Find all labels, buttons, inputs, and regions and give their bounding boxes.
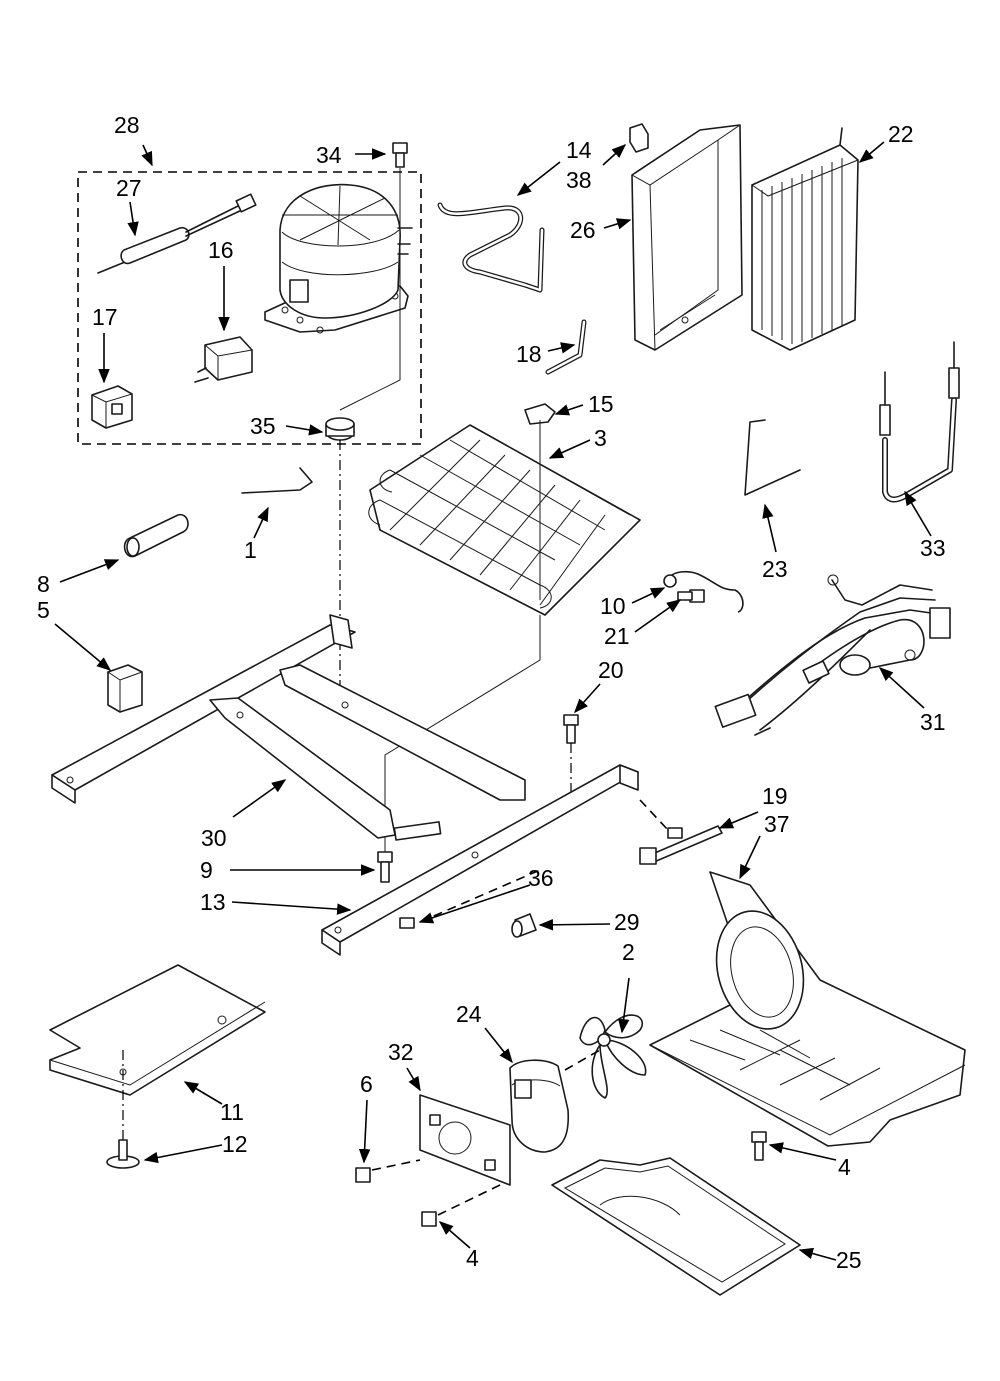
motor-bracket-32[interactable]: [419, 1094, 511, 1186]
callout-3: 3: [594, 425, 607, 451]
insulation-8[interactable]: [123, 513, 189, 558]
callout-12: 12: [222, 1131, 248, 1157]
rail-13[interactable]: [321, 764, 639, 956]
fan-motor-24[interactable]: [509, 1059, 570, 1153]
callout-37: 37: [764, 811, 790, 837]
relay-16[interactable]: [194, 336, 253, 383]
clip-38[interactable]: [629, 123, 649, 153]
cover-11[interactable]: [49, 964, 266, 1145]
screw-36[interactable]: [399, 869, 541, 929]
callout-32: 32: [388, 1039, 414, 1065]
callout-35: 35: [250, 413, 276, 439]
screw-20[interactable]: [563, 714, 579, 795]
callout-27: 27: [116, 175, 142, 201]
tube-29[interactable]: [511, 913, 537, 938]
bracket-15[interactable]: [524, 403, 556, 600]
callout-31: 31: [920, 709, 946, 735]
condenser-22[interactable]: [751, 127, 859, 351]
callout-34: 34: [316, 142, 342, 168]
drain-pan-25[interactable]: [551, 1157, 801, 1296]
callout-5: 5: [37, 597, 50, 623]
callout-18: 18: [516, 341, 542, 367]
clamp-10[interactable]: [663, 570, 744, 613]
tie-strap-19[interactable]: [639, 825, 723, 865]
callout-9: 9: [200, 857, 213, 883]
compressor[interactable]: [264, 183, 413, 334]
callout-23: 23: [762, 556, 788, 582]
callout-26: 26: [570, 217, 596, 243]
callout-15: 15: [588, 391, 614, 417]
callout-21: 21: [604, 623, 630, 649]
bolt-34[interactable]: [392, 142, 408, 168]
leader-lines: [54, 141, 932, 1261]
callout-19: 19: [762, 783, 788, 809]
callout-38: 38: [566, 167, 592, 193]
fan-shroud-37[interactable]: [649, 871, 966, 1147]
callout-1: 1: [244, 537, 257, 563]
tube-14[interactable]: [437, 202, 545, 293]
compressor-kit-group-box: [77, 171, 422, 445]
callout-2: 2: [622, 939, 635, 965]
callout-33: 33: [920, 535, 946, 561]
clip-1[interactable]: [241, 467, 313, 494]
screw-9[interactable]: [377, 851, 393, 883]
screw-4-bottom[interactable]: [421, 1184, 501, 1227]
callout-16: 16: [208, 237, 234, 263]
leveling-foot-12[interactable]: [106, 1139, 140, 1169]
callout-4-bottom: 4: [466, 1245, 479, 1271]
drier-27[interactable]: [97, 193, 257, 274]
overload-17[interactable]: [91, 385, 133, 429]
callout-14: 14: [566, 137, 592, 163]
callout-13: 13: [200, 889, 226, 915]
bracket-5[interactable]: [107, 664, 143, 713]
callout-10: 10: [600, 593, 626, 619]
callout-28: 28: [114, 112, 140, 138]
callout-29: 29: [614, 909, 640, 935]
callout-labels: 28 27 34 16 17 35 14 38 26 22 18 15 3 1 …: [37, 112, 946, 1273]
wire-23[interactable]: [744, 419, 801, 496]
callout-17: 17: [92, 304, 118, 330]
callout-22: 22: [888, 121, 914, 147]
evaporator-3[interactable]: [368, 424, 641, 616]
grommet-35[interactable]: [325, 417, 355, 441]
fan-blade-2[interactable]: [564, 1014, 647, 1099]
screw-4-right[interactable]: [751, 1131, 767, 1161]
wire-harness-31[interactable]: [714, 574, 951, 736]
tube-33[interactable]: [879, 341, 960, 503]
screw-6[interactable]: [355, 1159, 421, 1183]
rail-assembly-30[interactable]: [51, 614, 526, 841]
callout-11: 11: [220, 1099, 244, 1125]
duct-housing-26[interactable]: [631, 124, 743, 351]
callout-6: 6: [360, 1071, 373, 1097]
callout-8: 8: [37, 571, 50, 597]
callout-24: 24: [456, 1001, 482, 1027]
callout-25: 25: [836, 1247, 862, 1273]
callout-4-right: 4: [838, 1154, 851, 1180]
callout-30: 30: [201, 825, 227, 851]
callout-20: 20: [598, 657, 624, 683]
screw-21[interactable]: [677, 589, 705, 603]
screw-rail-end[interactable]: [639, 799, 683, 839]
callout-36: 36: [528, 865, 554, 891]
